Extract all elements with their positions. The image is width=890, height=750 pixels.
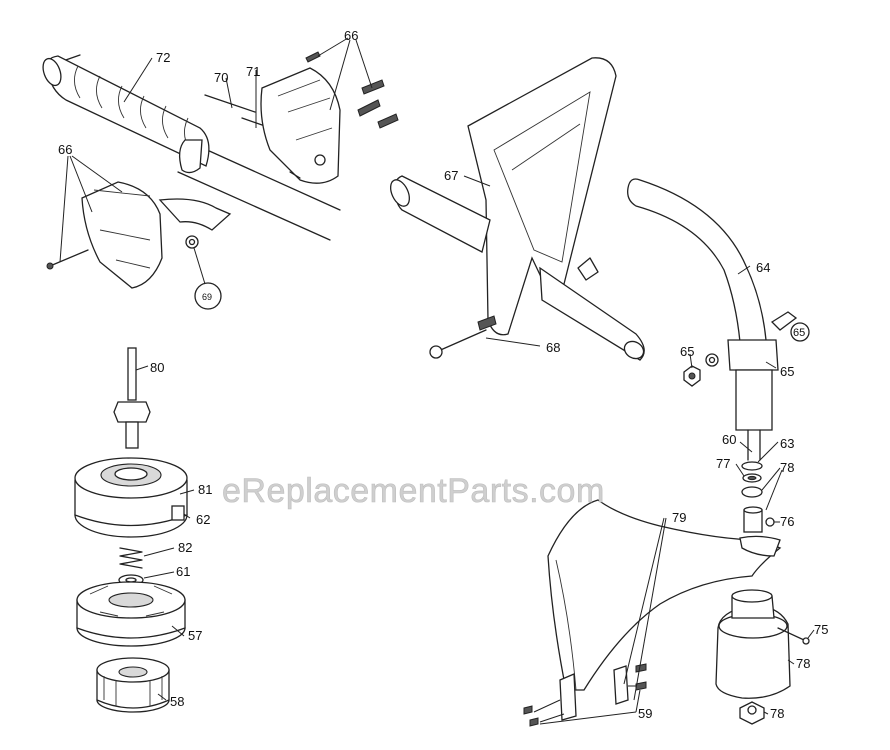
part-label-66-top: 66 <box>344 28 358 43</box>
part-label-69: 69 <box>202 292 212 302</box>
part-label-61: 61 <box>176 564 190 579</box>
watermark-text: eReplacementParts.com <box>222 472 605 510</box>
handle-grip-assembly <box>42 51 399 310</box>
part-label-64: 64 <box>756 260 770 275</box>
part-labels: 72 70 71 66 66 69 67 64 68 65 65 65 80 8… <box>58 28 828 721</box>
part-label-72: 72 <box>156 50 170 65</box>
part-label-63: 63 <box>780 436 794 451</box>
part-label-81: 81 <box>198 482 212 497</box>
gearhead-guard-assembly <box>523 461 810 727</box>
screw-set-66-top <box>305 51 399 129</box>
part-label-57: 57 <box>188 628 202 643</box>
part-label-71: 71 <box>246 64 260 79</box>
part-label-76: 76 <box>780 514 794 529</box>
part-label-78-nut: 78 <box>770 706 784 721</box>
part-label-68: 68 <box>546 340 560 355</box>
trimmer-head-assembly <box>74 347 188 713</box>
part-label-67: 67 <box>444 168 458 183</box>
part-label-79: 79 <box>672 510 686 525</box>
leader-lines <box>59 37 815 725</box>
part-label-77: 77 <box>716 456 730 471</box>
part-label-62: 62 <box>196 512 210 527</box>
part-label-78-housing: 78 <box>796 656 810 671</box>
handlebar-assembly <box>389 57 810 461</box>
part-label-70: 70 <box>214 70 228 85</box>
part-label-59: 59 <box>638 706 652 721</box>
part-label-80: 80 <box>150 360 164 375</box>
part-label-60: 60 <box>722 432 736 447</box>
part-label-78-stack: 78 <box>780 460 794 475</box>
part-label-65-nut: 65 <box>680 344 694 359</box>
part-label-66-left: 66 <box>58 142 72 157</box>
part-label-65-clamp: 65 <box>780 364 794 379</box>
part-label-65-bolt: 65 <box>793 327 805 339</box>
part-label-75: 75 <box>814 622 828 637</box>
part-label-58: 58 <box>170 694 184 709</box>
part-label-82: 82 <box>178 540 192 555</box>
